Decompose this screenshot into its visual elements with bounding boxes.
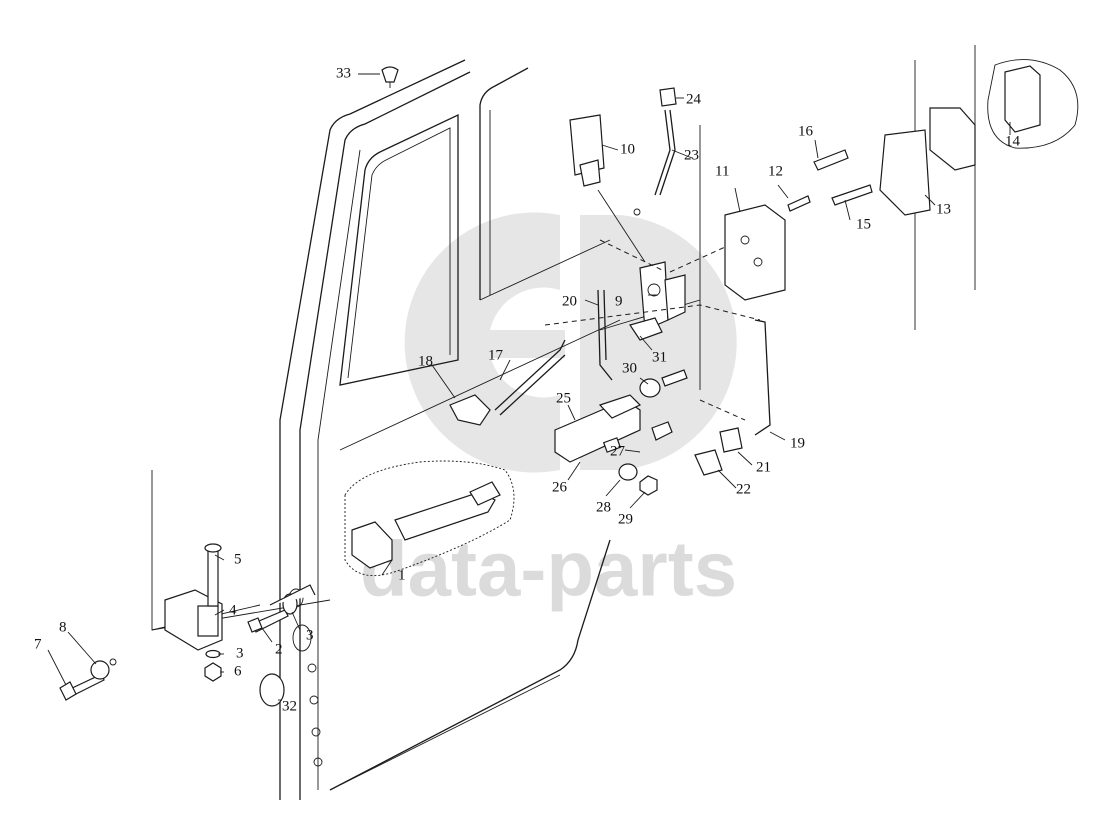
part-label: 15 [856, 216, 871, 232]
part-label: 31 [652, 349, 667, 365]
part-label: 9 [615, 293, 623, 309]
part-label: 8 [59, 619, 67, 635]
part-label: 17 [488, 347, 504, 363]
part-label: 3 [236, 645, 244, 661]
part-label: 13 [936, 201, 951, 217]
part-label: 11 [715, 163, 729, 179]
door-shell [279, 59, 701, 800]
part-label: 14 [1005, 133, 1021, 149]
part-label: 2 [275, 641, 283, 657]
outside-handle-1 [344, 460, 515, 577]
part-label: 24 [686, 91, 702, 107]
part-label: 28 [596, 499, 611, 515]
part-label: 7 [34, 636, 42, 652]
part-label: 18 [418, 353, 433, 369]
part-label: 5 [234, 551, 242, 567]
part-label: 27 [610, 443, 626, 459]
part-labels: 1 2 3 3 4 5 6 7 8 9 10 11 12 13 14 15 16… [34, 65, 1021, 714]
part-label: 6 [234, 663, 242, 679]
part-label: 23 [684, 147, 699, 163]
leader-lines [47, 73, 1011, 701]
part-label: 21 [756, 459, 771, 475]
hinge-assembly [59, 543, 316, 707]
part-label: 30 [622, 360, 637, 376]
plug-33 [381, 66, 399, 88]
part-label: 1 [398, 567, 406, 583]
part-label: 29 [618, 511, 633, 527]
part-label: 25 [556, 390, 571, 406]
part-label: 22 [736, 481, 751, 497]
part-label: 16 [798, 123, 814, 139]
part-label: 20 [562, 293, 577, 309]
part-label: 19 [790, 435, 805, 451]
watermark-text: data-parts [360, 525, 737, 613]
part-label: 3 [306, 627, 314, 643]
part-label: 26 [552, 479, 568, 495]
watermark-logo [404, 212, 737, 473]
part-label: 10 [620, 141, 635, 157]
part-label: 4 [229, 602, 237, 618]
lock-mechanism [449, 59, 1079, 496]
part-label: 12 [768, 163, 783, 179]
part-label: 32 [282, 698, 297, 714]
part-label: 33 [336, 65, 351, 81]
